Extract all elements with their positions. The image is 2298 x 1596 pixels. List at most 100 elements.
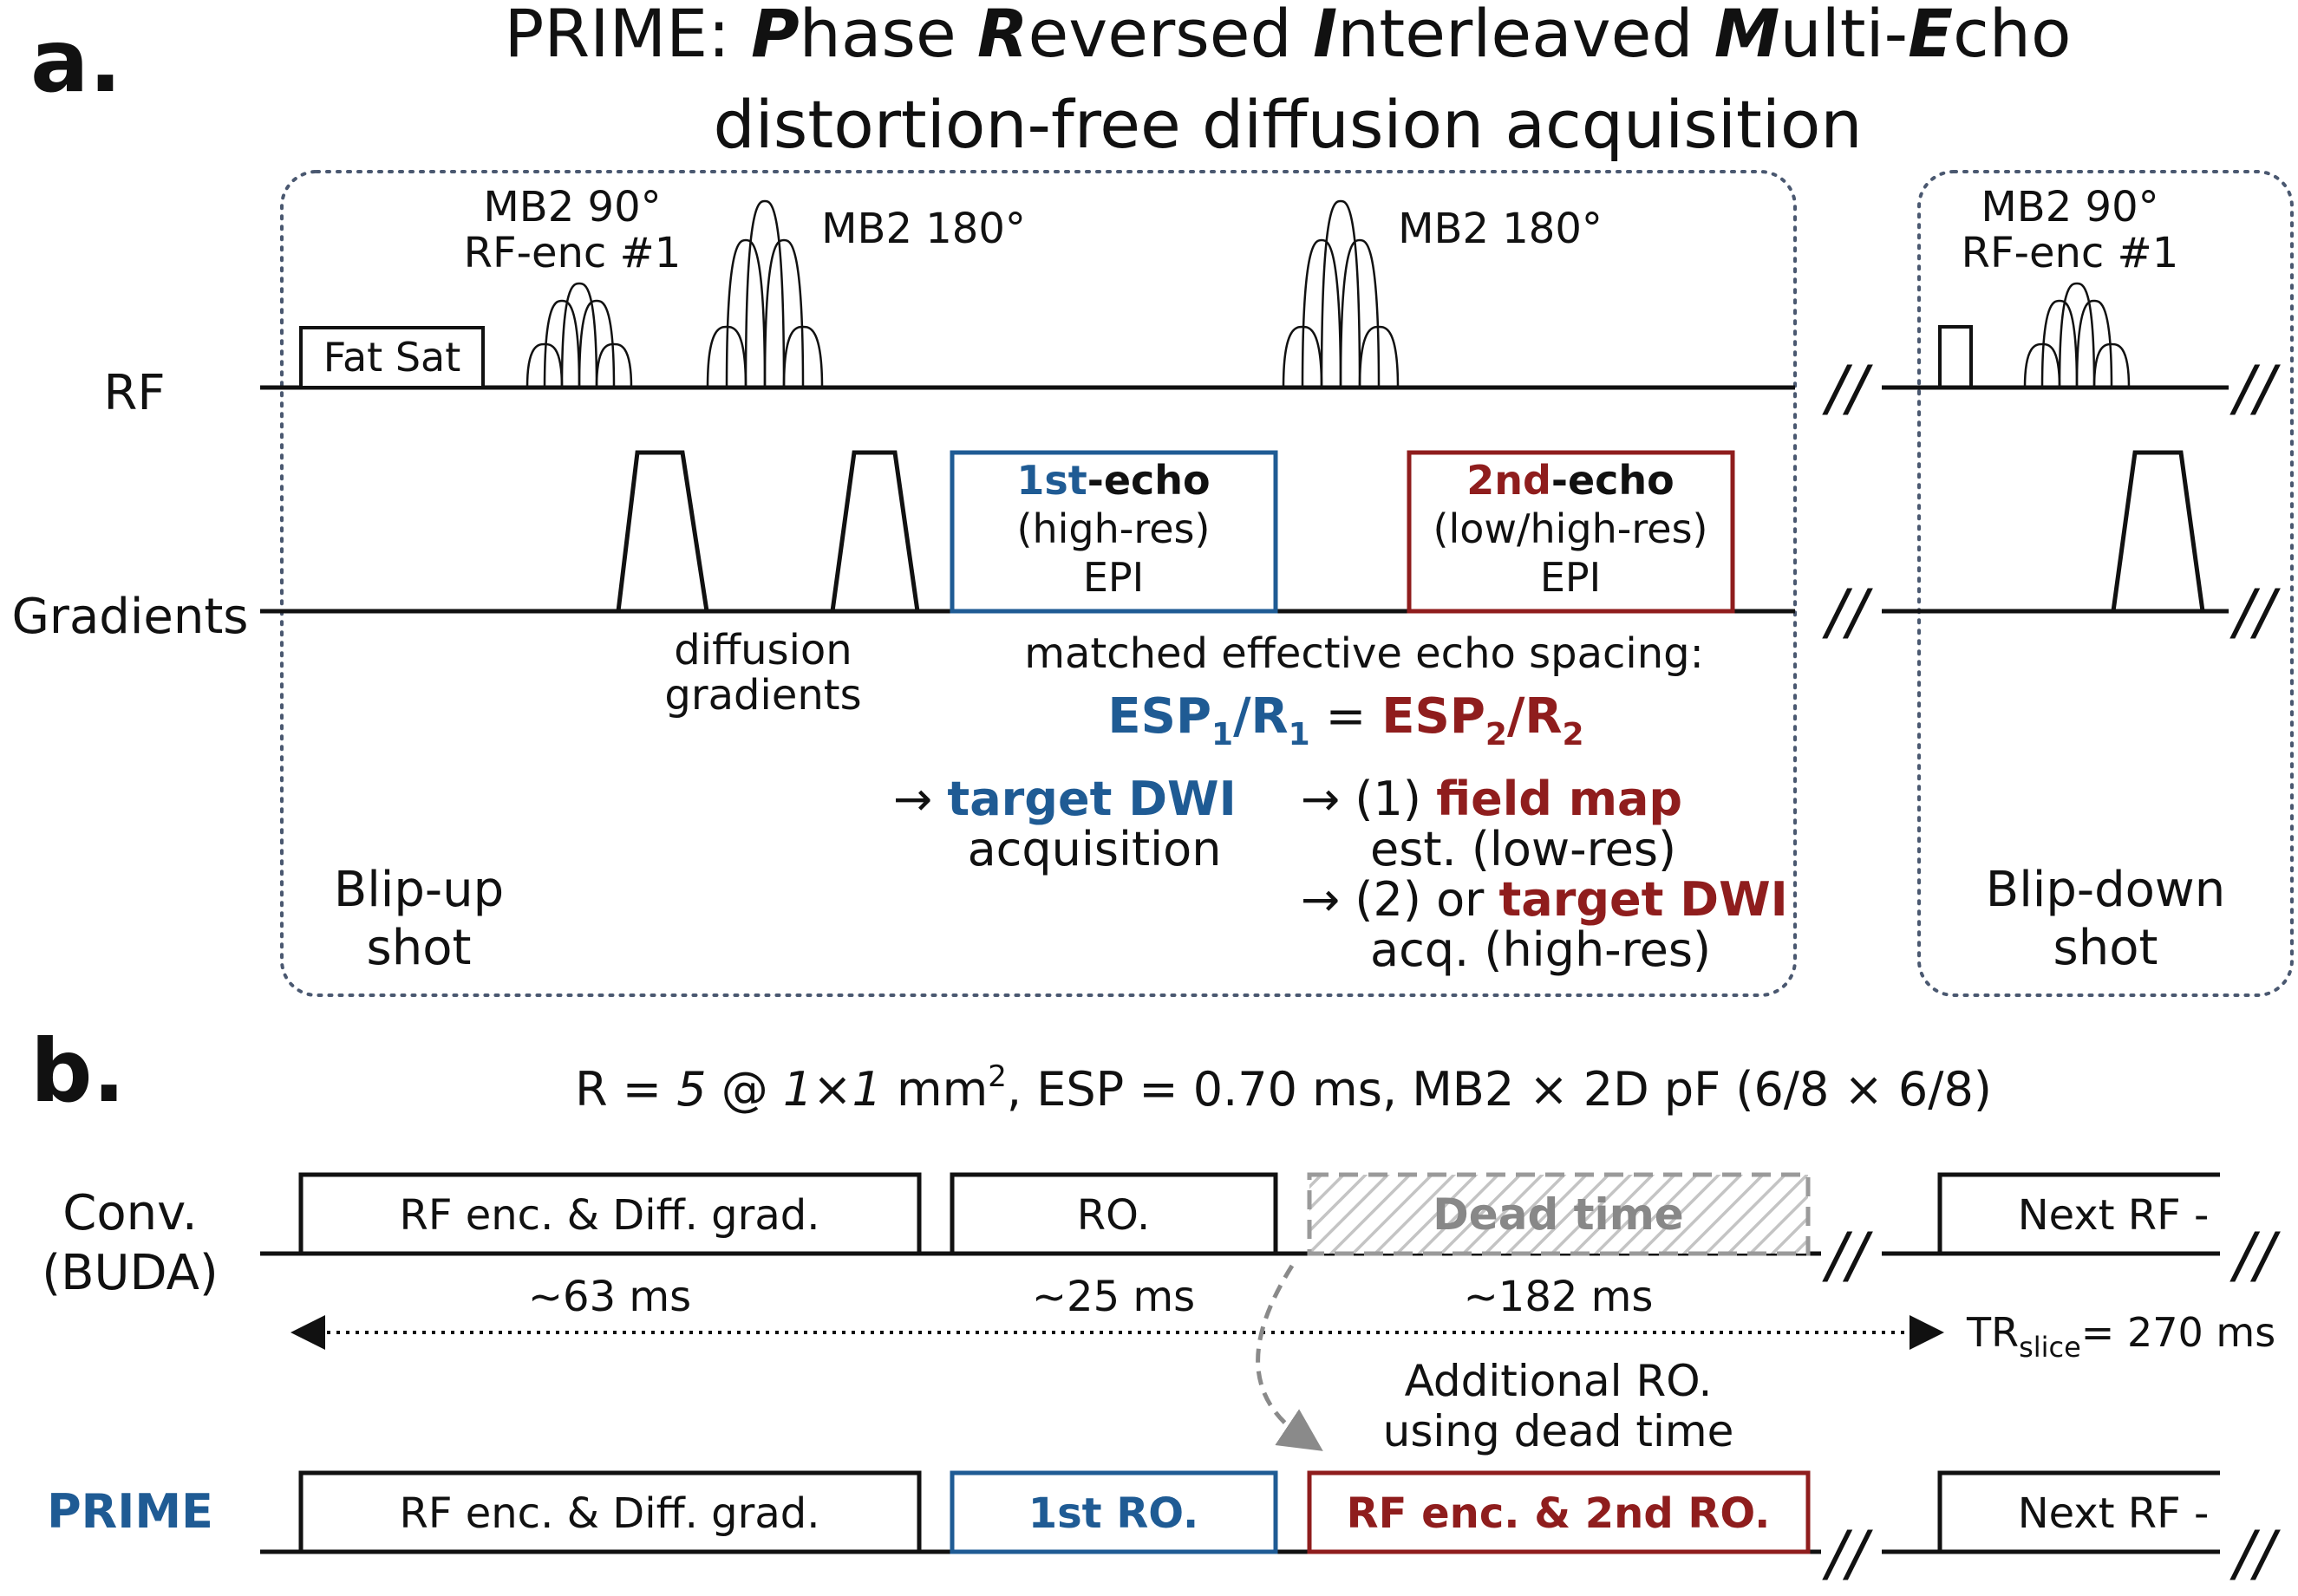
esp2: ESP <box>1381 688 1485 745</box>
echo2-title-colored: 2nd <box>1466 457 1551 504</box>
tr-value: = 270 ms <box>2081 1309 2275 1356</box>
dead-time-arrow <box>1256 1264 1323 1451</box>
break-mark-rf: // <box>1821 353 1873 424</box>
rf-lobe <box>1358 325 1400 388</box>
r1: /R <box>1233 688 1289 745</box>
rf-lobe <box>1320 199 1361 388</box>
conv-box-rf-enc <box>298 1172 922 1256</box>
blip-down-rf-enc-label: RF-enc #1 <box>1962 229 2179 277</box>
tr-sub: slice <box>2019 1331 2081 1364</box>
conv-label-1: Conv. <box>62 1185 197 1241</box>
conv-box-next-rf <box>1937 1172 2220 1254</box>
rf-lobe <box>763 238 805 388</box>
conv-label-2: (BUDA) <box>42 1245 219 1301</box>
prime-box-2nd-ro <box>1307 1470 1811 1554</box>
rf-lobe <box>1339 238 1381 388</box>
blip-down-label-1: Blip-down <box>1986 862 2225 918</box>
prime-box-next-rf <box>1937 1470 2220 1552</box>
rf-lobe <box>782 325 824 388</box>
fat-sat-label: Fat Sat <box>323 334 461 381</box>
rf-lobe <box>2092 342 2131 388</box>
option1-line1: → (1) field map <box>1301 772 1682 826</box>
blip-down-label-2: shot <box>2053 920 2158 976</box>
esp1: ESP <box>1107 688 1211 745</box>
prime-box-1st-ro <box>950 1470 1278 1554</box>
target-dwi-colored: target DWI <box>947 772 1236 826</box>
diffusion-gradient-1 <box>616 450 709 612</box>
option2-colored: target DWI <box>1498 872 1787 927</box>
rf-lobe <box>1301 238 1342 388</box>
blip-up-label-2: shot <box>367 920 472 976</box>
params-rest: , ESP = 0.70 ms, MB2 × 2D pF (6/8 × 6/8) <box>1007 1062 1992 1117</box>
echo2-title-rest: -echo <box>1551 457 1675 504</box>
blip-up-label-1: Blip-up <box>334 862 504 918</box>
prime-box-rf-enc <box>298 1470 922 1554</box>
prime-box-next-rf-label: Next RF - <box>2018 1489 2210 1538</box>
option1-arrow: → <box>1301 772 1340 826</box>
conv-break-mark: // <box>1821 1220 1873 1291</box>
panel-b-params: R = 5 @ 1×1 mm2, ESP = 0.70 ms, MB2 × 2D… <box>575 1059 1992 1117</box>
matched-echo-spacing-label: matched effective echo spacing: <box>1024 629 1704 678</box>
conv-box-ro-label: RO. <box>1077 1191 1150 1240</box>
params-prefix: R = <box>575 1062 676 1117</box>
title-segment: eversed <box>1028 0 1313 72</box>
echo2-line3: EPI <box>1540 554 1601 601</box>
prime-break-mark: // <box>1821 1518 1873 1589</box>
esp1-sub: 1 <box>1211 717 1233 752</box>
rf-lobe <box>543 299 581 388</box>
r1-sub: 1 <box>1289 717 1310 752</box>
prime-box-1st-ro-label: 1st RO. <box>1028 1489 1199 1538</box>
panel-b-label: b. <box>30 1020 126 1122</box>
prime-box-2nd-ro-label: RF enc. & 2nd RO. <box>1347 1489 1771 1538</box>
echo1-title-rest: -echo <box>1087 457 1211 504</box>
conv-box-ro <box>950 1172 1278 1256</box>
rf-lobe <box>744 199 786 388</box>
r2: /R <box>1507 688 1563 745</box>
title-segment: PRIME: <box>505 0 751 72</box>
tr-label: TRslice= 270 ms <box>1966 1309 2275 1364</box>
echo2-title: 2nd-echo <box>1466 457 1675 504</box>
params-at: @ <box>707 1062 783 1117</box>
prime-box-rf-enc-label: RF enc. & Diff. grad. <box>400 1489 820 1538</box>
rf-lobe <box>595 342 633 388</box>
echo2-line2: (low/high-res) <box>1433 505 1708 552</box>
option1-line2: est. (low-res) <box>1370 822 1676 876</box>
blip-up-shot-box <box>280 170 1797 997</box>
prime-break-mark-right: // <box>2229 1518 2281 1589</box>
formula-eq: = <box>1310 688 1382 745</box>
option2-line1: → (2) or target DWI <box>1301 872 1788 927</box>
conv-box-next-rf-label: Next RF - <box>2018 1191 2210 1240</box>
mb2-180-label-2: MB2 180° <box>1398 205 1603 253</box>
break-mark-rf-right: // <box>2229 353 2281 424</box>
title-segment: cho <box>1953 0 2071 72</box>
diffusion-gradient-2 <box>830 450 920 612</box>
time-182: ~182 ms <box>1464 1273 1654 1321</box>
params-r: 5 <box>676 1062 706 1117</box>
echo1-box <box>950 450 1278 614</box>
title-line1: PRIME: Phase Reversed Interleaved Multi-… <box>505 0 2072 72</box>
params-res: 1×1 <box>783 1062 882 1117</box>
rf-lobe <box>2040 299 2079 388</box>
break-mark-grad: // <box>1821 577 1873 648</box>
blip-down-fat-sat-pulse <box>1938 325 1973 389</box>
title-segment: P <box>751 0 800 72</box>
title-segment: E <box>1908 0 1953 72</box>
gradients-row-label: Gradients <box>12 589 249 645</box>
esp2-sub: 2 <box>1485 717 1507 752</box>
conv-box-rf-enc-label: RF enc. & Diff. grad. <box>400 1191 820 1240</box>
option1-colored: field map <box>1436 772 1682 826</box>
rf-lobe <box>560 282 598 388</box>
rf-row-label: RF <box>103 365 165 421</box>
prime-row-label: PRIME <box>47 1484 213 1539</box>
echo1-line2: (high-res) <box>1017 505 1211 552</box>
title-segment: nterleaved <box>1337 0 1714 72</box>
tr-prefix: TR <box>1966 1309 2019 1356</box>
rf-lobe <box>2023 342 2061 388</box>
rf-lobe <box>578 299 616 388</box>
params-unit: mm <box>882 1062 988 1117</box>
time-63: ~63 ms <box>528 1273 691 1321</box>
title-line2: distortion-free diffusion acquisition <box>713 86 1862 163</box>
echo1-line3: EPI <box>1083 554 1144 601</box>
mb2-90-label: MB2 90° <box>483 183 661 231</box>
diffusion-gradients-label-2: gradients <box>664 671 861 720</box>
